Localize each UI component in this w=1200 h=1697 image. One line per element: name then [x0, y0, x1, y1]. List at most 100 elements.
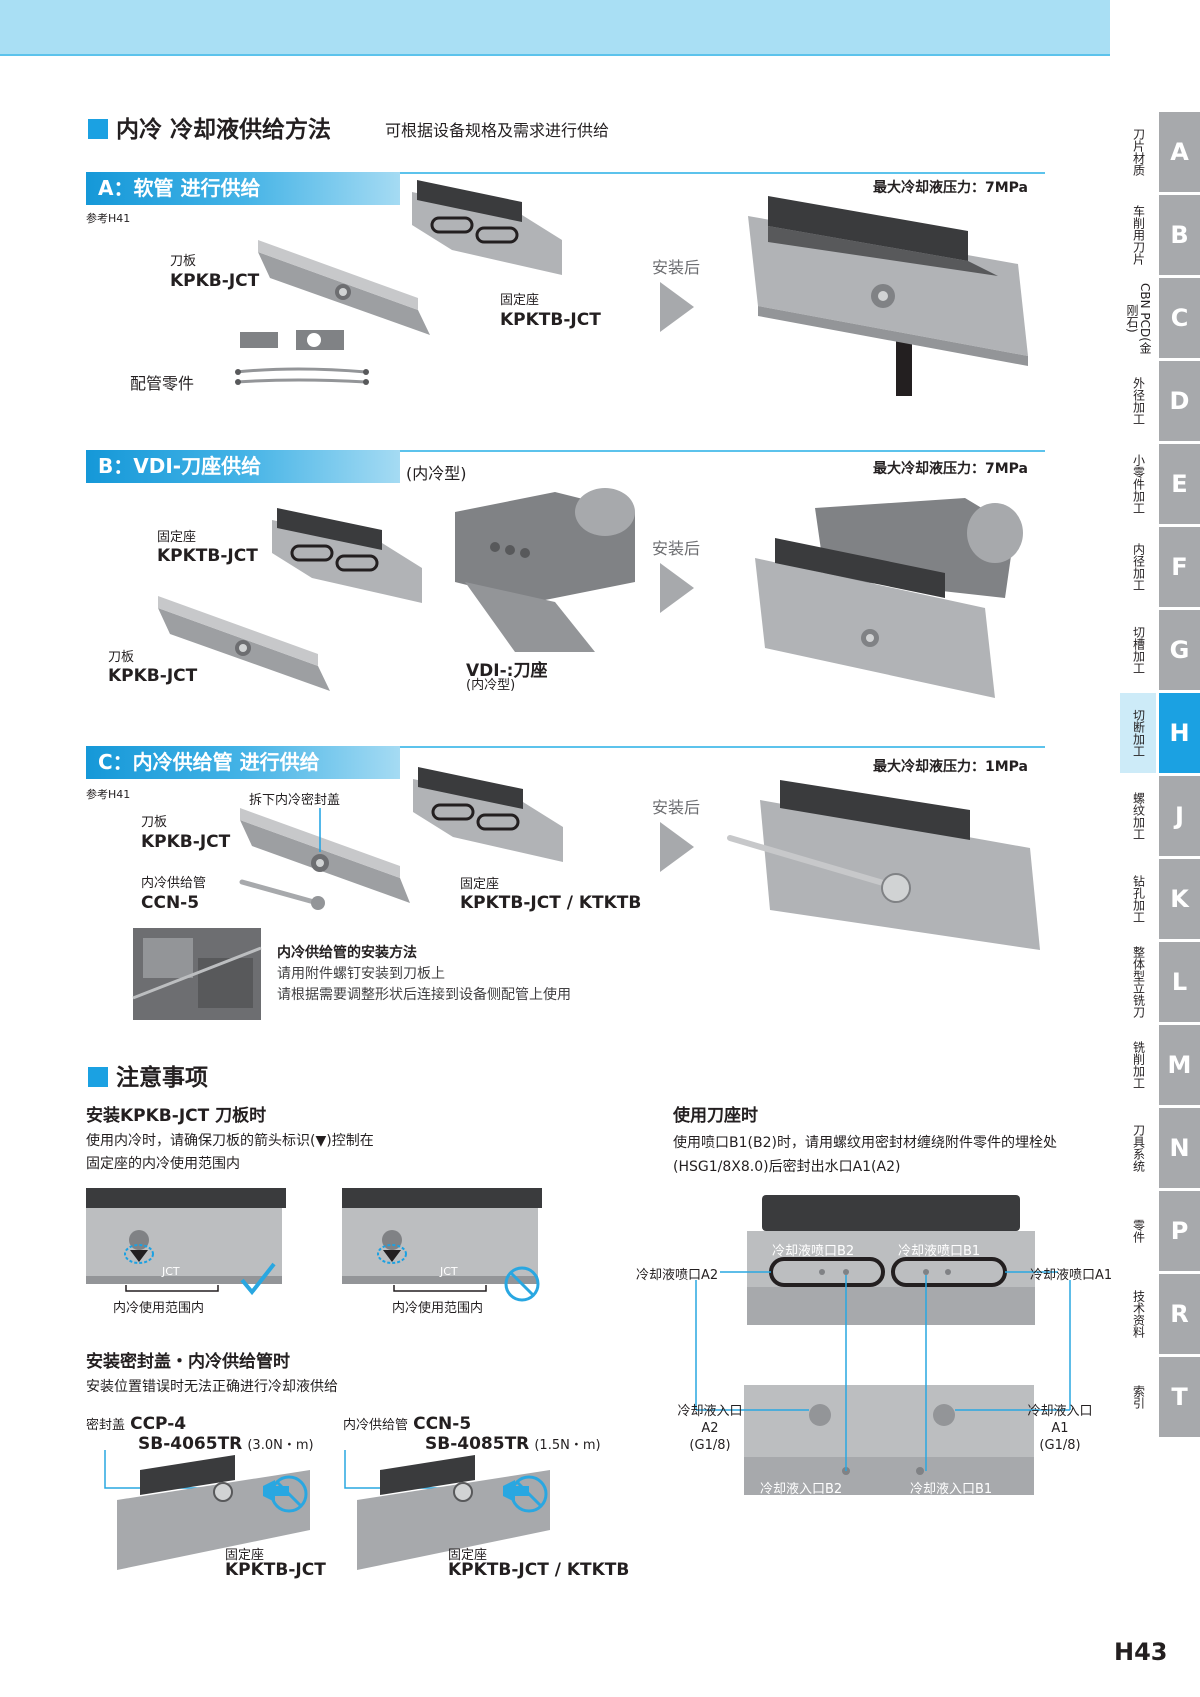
screw2-torque: (1.5N・m)	[534, 1438, 601, 1453]
section-b-line	[400, 450, 1045, 452]
side-tab-label-t: 索引	[1131, 1385, 1146, 1409]
side-tab-label-m: 铣削加工	[1131, 1041, 1146, 1089]
section-a-holder-image	[412, 180, 562, 275]
section-c-bar: C：内冷供给管 进行供给	[86, 746, 400, 779]
section-b-blade-code: KPKB-JCT	[108, 666, 198, 686]
square-bullet-icon	[88, 119, 108, 139]
section-a-parts-image	[235, 330, 369, 385]
side-tab-label-g: 切槽加工	[1131, 626, 1146, 674]
side-tab-label-j: 螺纹加工	[1131, 792, 1146, 840]
side-tab-r[interactable]: R	[1159, 1274, 1200, 1354]
section-c-install-photo	[132, 928, 262, 1020]
side-tab-f[interactable]: F	[1159, 527, 1200, 607]
section-c-ref: 参考H41	[86, 788, 131, 801]
pipe-label-group: 内冷供给管 CCN-5	[343, 1414, 471, 1434]
section-b-after: 安装后	[652, 539, 701, 558]
nozzle-b2-label: 冷却液喷口B2	[772, 1244, 855, 1259]
nozzle-a1-label: 冷却液喷口A1	[1030, 1268, 1113, 1283]
nozzle-b1-label: 冷却液喷口B1	[898, 1244, 981, 1259]
side-tab-label-h: 切断加工	[1120, 693, 1156, 773]
screw1-torque: (3.0N・m)	[247, 1438, 314, 1453]
seal-cap-diagram	[104, 1450, 310, 1570]
inlet-a1-line1: 冷却液入口	[1027, 1404, 1093, 1419]
top-band	[0, 0, 1110, 56]
side-tab-label-r: 技术资料	[1131, 1290, 1146, 1338]
side-tab-label-k: 钻孔加工	[1131, 875, 1146, 923]
kpkb-ok-range: 内冷使用范围内	[113, 1301, 205, 1316]
section-a-pressure: 最大冷却液压力：7MPa	[873, 180, 1029, 196]
side-tab-a[interactable]: A	[1159, 112, 1200, 192]
side-tab-label-c: CBN PCD(金刚石)	[1125, 282, 1152, 354]
pipe-label: 内冷供给管	[343, 1418, 409, 1433]
side-tab-label-b: 车削用刀片	[1131, 205, 1146, 265]
side-tab-p[interactable]: P	[1159, 1191, 1200, 1271]
square-bullet-icon	[88, 1067, 108, 1087]
section-c-assembled-image	[727, 780, 1040, 950]
holder1-name: 固定座	[225, 1548, 265, 1563]
section-b-arrow-icon	[660, 563, 694, 613]
kpkb-line2: 固定座的内冷使用范围内	[86, 1156, 240, 1172]
section-b-vdi-note: (内冷型)	[466, 678, 516, 693]
side-tab-h[interactable]: H	[1159, 693, 1200, 773]
side-tab-n[interactable]: N	[1159, 1108, 1200, 1188]
inlet-b2-label: 冷却液入口B2	[760, 1482, 843, 1497]
section-a-line	[400, 172, 1045, 174]
kpkb-heading: 安装KPKB-JCT 刀板时	[86, 1106, 267, 1126]
section-b-blade-image	[158, 596, 330, 691]
seal-heading: 安装密封盖・内冷供给管时	[86, 1352, 290, 1372]
side-tab-b[interactable]: B	[1159, 195, 1200, 275]
section-c-pipe-name: 内冷供给管	[141, 876, 207, 891]
screw1-group: SB-4065TR (3.0N・m)	[138, 1434, 314, 1454]
section-a-ref: 参考H41	[86, 212, 131, 225]
page-number: H43	[1114, 1638, 1168, 1666]
section-b-blade-name: 刀板	[108, 650, 135, 665]
prohibited-icon	[504, 1266, 540, 1302]
kpkb-ng-diagram	[342, 1188, 542, 1292]
side-tab-e[interactable]: E	[1159, 444, 1200, 524]
kpkb-ng-jct: JCT	[440, 1265, 458, 1278]
side-tab-l[interactable]: L	[1159, 942, 1200, 1022]
side-tab-d[interactable]: D	[1159, 361, 1200, 441]
section-c-after: 安装后	[652, 798, 701, 817]
side-tab-t[interactable]: T	[1159, 1357, 1200, 1437]
page-subtitle: 可根据设备规格及需求进行供给	[385, 121, 610, 140]
section-c-method-title: 内冷供给管的安装方法	[277, 945, 417, 961]
section-a-parts: 配管零件	[130, 374, 195, 393]
side-tab-label-n: 刀具系统	[1131, 1124, 1146, 1172]
side-tab-m[interactable]: M	[1159, 1025, 1200, 1105]
cap-code: CCP-4	[130, 1414, 187, 1434]
section-b-holder-name: 固定座	[157, 530, 197, 545]
side-tab-label-f: 内径加工	[1131, 543, 1146, 591]
pipe-code: CCN-5	[413, 1414, 472, 1434]
cap-label: 密封盖	[86, 1418, 126, 1433]
screw1-code: SB-4065TR	[138, 1434, 243, 1454]
seal-pipe-diagram	[344, 1450, 550, 1570]
side-tab-k[interactable]: K	[1159, 859, 1200, 939]
section-b-vdi-name: VDI-:刀座	[466, 661, 548, 681]
inlet-b1-label: 冷却液入口B1	[910, 1482, 993, 1497]
tool-line2: (HSG1/8X8.0)后密封出水口A1(A2)	[673, 1159, 901, 1175]
section-b-holder-code: KPKTB-JCT	[157, 546, 258, 566]
side-tab-j[interactable]: J	[1159, 776, 1200, 856]
kpkb-ok-jct: JCT	[162, 1265, 180, 1278]
side-tab-label-l: 整体型立铣刀	[1131, 946, 1146, 1018]
side-tab-g[interactable]: G	[1159, 610, 1200, 690]
section-c-remove-cap: 拆下内冷密封盖	[249, 793, 341, 808]
page-title: 内冷 冷却液供给方法	[88, 110, 331, 144]
section-a-after: 安装后	[652, 258, 701, 277]
section-a-blade-name: 刀板	[170, 254, 197, 269]
section-c-arrow-icon	[660, 822, 694, 872]
section-c-pipe-code: CCN-5	[141, 893, 200, 913]
side-tab-c[interactable]: C	[1159, 278, 1200, 358]
section-a-holder-code: KPKTB-JCT	[500, 310, 601, 330]
section-c-line	[400, 746, 1045, 748]
section-a-assembled-image	[748, 196, 1028, 396]
holder1-code: KPKTB-JCT	[225, 1560, 326, 1580]
section-c-pipe-image	[239, 879, 325, 910]
inlet-a1-line2: A1	[1051, 1421, 1069, 1436]
tool-line1: 使用喷口B1(B2)时，请用螺纹用密封材缠绕附件零件的埋栓处	[673, 1135, 1057, 1151]
section-c-method-line2: 请根据需要调整形状后连接到设备侧配管上使用	[277, 987, 571, 1003]
holder2-name: 固定座	[448, 1548, 488, 1563]
kpkb-ok-diagram	[86, 1188, 286, 1292]
